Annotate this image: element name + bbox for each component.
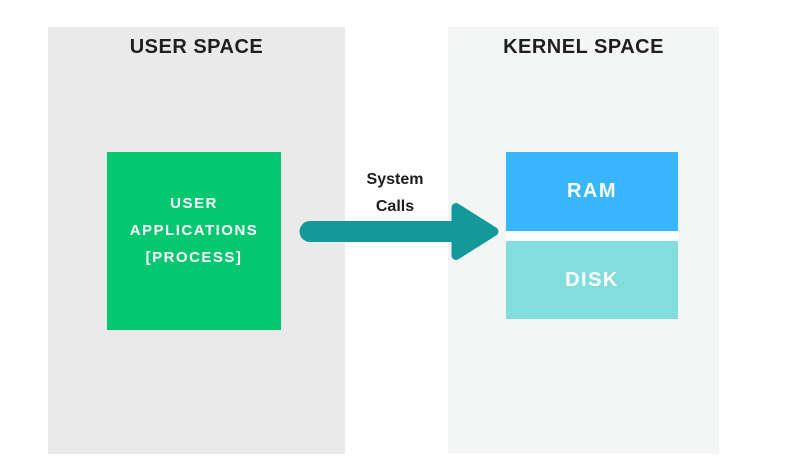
ram-disk-divider (506, 231, 678, 241)
system-calls-label-line-2: Calls (375, 198, 415, 215)
user-applications-label-line-3: [PROCESS] (145, 249, 243, 266)
user-applications-label-line-1: USER (170, 195, 218, 212)
kernel-space-title: KERNEL SPACE (503, 36, 664, 58)
disk-label: DISK (565, 268, 619, 291)
user-space-title: USER SPACE (129, 36, 264, 58)
system-calls-label-line-1: System (366, 171, 424, 188)
user-applications-box: USER APPLICATIONS [PROCESS] (107, 152, 281, 330)
system-calls-label: System Calls (345, 166, 445, 220)
user-applications-label-line-2: APPLICATIONS (129, 222, 259, 239)
disk-box: DISK (506, 241, 678, 319)
ram-box: RAM (506, 152, 678, 231)
ram-label: RAM (566, 180, 618, 202)
